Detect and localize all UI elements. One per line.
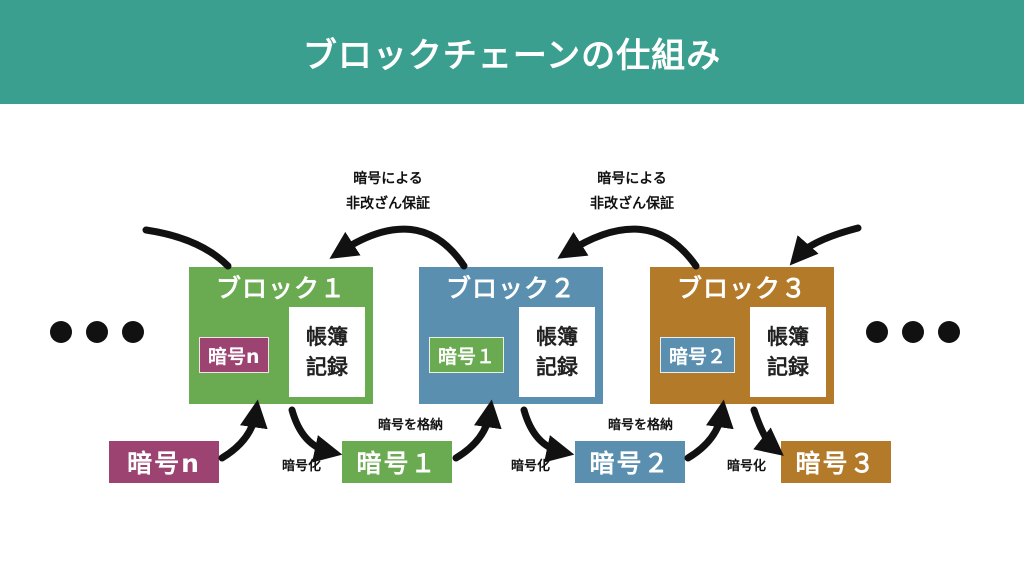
encrypt-label-1: 暗号化 [282,459,322,474]
block-3-ledger: 帳簿 記録 [750,307,826,397]
ledger-line: 記録 [536,355,578,379]
block-2: ブロック２ 暗号１ 帳簿 記録 [419,267,603,404]
encrypt-label-3: 暗号化 [727,459,767,474]
store-label-2: 暗号を格納 [608,418,674,433]
guarantee-label-2: 暗号による 非改ざん保証 [562,167,702,216]
block-1-ledger: 帳簿 記録 [289,307,365,397]
title-banner: ブロックチェーンの仕組み [0,0,1024,104]
dot [50,321,72,343]
store-arrow-n [218,399,268,462]
block-3-title: ブロック３ [676,274,807,303]
guarantee-arrow-2 [557,225,700,270]
incoming-arrow-right [789,224,862,266]
incoming-curve [142,226,232,270]
store-arrow-1 [452,399,502,462]
ledger-line: 記録 [306,355,348,379]
page-title: ブロックチェーンの仕組み [302,35,722,76]
cipher-1-box: 暗号１ [342,441,452,483]
block-2-title: ブロック２ [445,274,576,303]
guarantee-line: 非改ざん保証 [346,195,430,212]
ledger-line: 帳簿 [767,324,809,349]
guarantee-label-1: 暗号による 非改ざん保証 [318,167,458,216]
dot [866,321,888,343]
encrypt-arrow-3 [750,406,784,456]
block-3-cipher-tag: 暗号２ [660,337,736,373]
block-1: ブロック１ 暗号n 帳簿 記録 [189,267,373,404]
block-2-ledger: 帳簿 記録 [519,307,595,397]
encrypt-arrow-1 [288,406,343,463]
guarantee-line: 非改ざん保証 [590,195,674,212]
guarantee-line: 暗号による [353,171,423,187]
right-ellipsis [866,312,960,352]
store-arrow-2 [684,399,734,462]
dot [122,321,144,343]
store-label-1: 暗号を格納 [378,418,444,433]
encrypt-label-2: 暗号化 [511,459,551,474]
left-ellipsis [50,312,144,352]
guarantee-line: 暗号による [597,171,667,187]
ledger-line: 記録 [767,355,809,379]
cipher-2-box: 暗号２ [575,441,685,483]
block-1-cipher-tag: 暗号n [199,337,269,373]
dot [902,321,924,343]
ledger-line: 帳簿 [536,324,578,349]
block-3: ブロック３ 暗号２ 帳簿 記録 [650,267,834,404]
block-1-title: ブロック１ [215,274,346,303]
dot [86,321,108,343]
dot [938,321,960,343]
guarantee-arrow-1 [329,225,468,270]
encrypt-arrow-2 [520,406,575,463]
ledger-line: 帳簿 [306,324,348,349]
cipher-n-box: 暗号n [109,441,219,483]
cipher-3-box: 暗号３ [781,441,891,483]
block-2-cipher-tag: 暗号１ [429,337,505,373]
